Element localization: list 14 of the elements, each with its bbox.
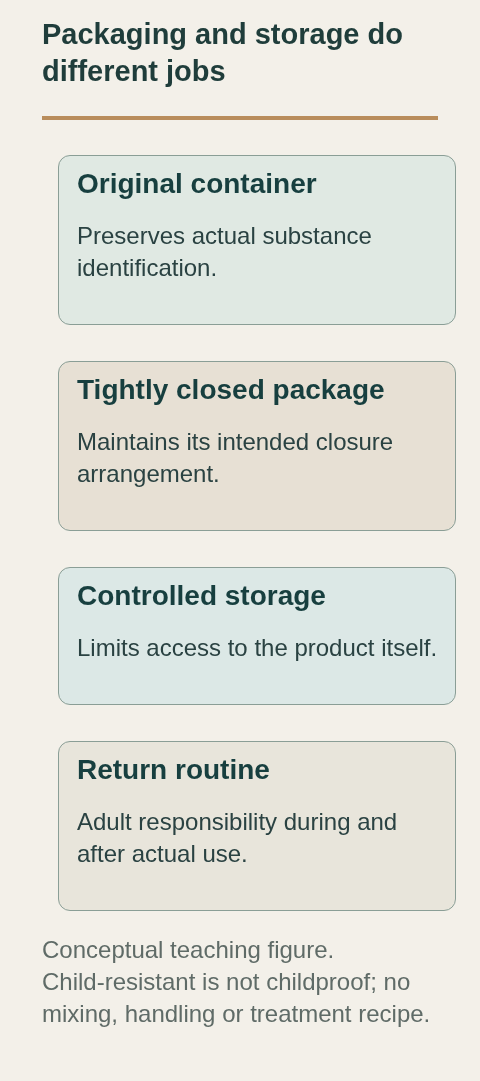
card-text: Limits access to the product itself.	[77, 633, 439, 663]
card-heading: Return routine	[77, 753, 271, 787]
info-card	[58, 155, 456, 325]
info-card	[58, 741, 456, 911]
card-heading: Tightly closed package	[77, 373, 386, 407]
card-text: Maintains its intended closure arrangement.	[77, 427, 395, 489]
card-heading: Controlled storage	[77, 579, 327, 613]
info-card	[58, 567, 456, 705]
card-text: Adult responsibility during and after actual use.	[77, 807, 399, 869]
info-card	[58, 361, 456, 531]
card-text: Preserves actual substance identification.	[77, 221, 373, 283]
diagram-title: Packaging and storage do different jobs	[42, 17, 404, 89]
figure-caption: Conceptual teaching figure. Child-resistant is not childproof; no mixing, handling or treatment recipe.	[42, 935, 432, 1029]
card-heading: Original container	[77, 167, 318, 201]
